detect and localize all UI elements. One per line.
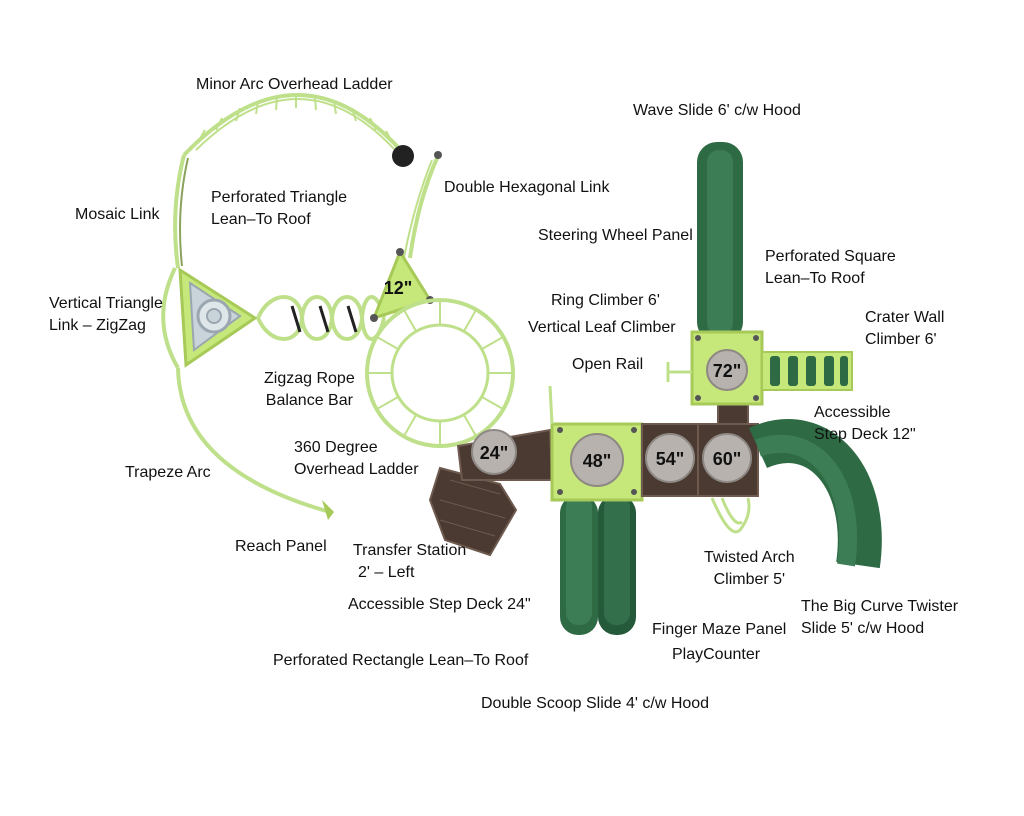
label-line: Twisted Arch <box>704 549 795 566</box>
label-line: Vertical Triangle <box>49 295 163 312</box>
label-zigzag-rope-balance-bar: Zigzag Rope Balance Bar <box>264 368 355 412</box>
mounting-cap <box>392 145 414 167</box>
label-line: Climber 6' <box>865 331 937 348</box>
reach-panel <box>322 500 334 520</box>
label-perforated-triangle-roof: Perforated Triangle Lean–To Roof <box>211 187 347 231</box>
deck-height-24: 24" <box>480 443 509 463</box>
label-twisted-arch-climber: Twisted Arch Climber 5' <box>704 547 795 591</box>
deck-48 <box>550 422 644 502</box>
label-line: Overhead Ladder <box>294 461 419 478</box>
label-wave-slide: Wave Slide 6' c/w Hood <box>633 102 801 119</box>
label-line: Lean–To Roof <box>211 211 311 228</box>
label-double-scoop-slide: Double Scoop Slide 4' c/w Hood <box>481 695 710 712</box>
label-steering-wheel-panel: Steering Wheel Panel <box>538 227 693 244</box>
double-hexagonal-link <box>403 155 440 259</box>
label-line: Link – ZigZag <box>49 317 146 334</box>
label-line: Climber 5' <box>713 571 786 588</box>
trapeze-arc <box>161 267 331 514</box>
deck-60 <box>697 423 759 497</box>
double-scoop-slide <box>560 495 636 635</box>
link-post-cap <box>434 151 442 159</box>
zigzag-rope-balance-bar <box>256 295 386 341</box>
label-line: Step Deck 12" <box>814 426 916 443</box>
label-line: Transfer Station <box>353 542 467 559</box>
label-minor-arc-overhead-ladder: Minor Arc Overhead Ladder <box>196 76 393 93</box>
label-transfer-station: Transfer Station 2' – Left <box>353 540 466 584</box>
label-accessible-step-deck-24: Accessible Step Deck 24" <box>348 596 531 613</box>
label-line: 2' – Left <box>358 564 415 581</box>
label-line: Perforated Triangle <box>211 189 348 206</box>
label-line: 360 Degree <box>294 439 378 456</box>
label-perforated-rectangle-roof: Perforated Rectangle Lean–To Roof <box>273 652 529 669</box>
360-overhead-ladder <box>365 298 515 448</box>
label-mosaic-link: Mosaic Link <box>75 206 160 223</box>
accessible-step-deck-24 <box>456 428 554 481</box>
label-open-rail: Open Rail <box>572 356 644 373</box>
label-ring-climber: Ring Climber 6' <box>551 292 660 309</box>
deck-height-12: 12" <box>384 278 413 298</box>
deck-height-60: 60" <box>713 449 742 469</box>
label-line: Accessible <box>814 404 891 421</box>
deck-height-48: 48" <box>583 451 612 471</box>
vertical-triangle-link <box>178 267 258 368</box>
label-vertical-triangle-link: Vertical Triangle Link – ZigZag <box>49 293 163 337</box>
label-line: Crater Wall <box>865 309 945 326</box>
big-curve-twister-slide <box>748 419 882 569</box>
label-360-overhead-ladder: 360 Degree Overhead Ladder <box>294 437 419 481</box>
deck-height-54: 54" <box>656 449 685 469</box>
deck-height-72: 72" <box>713 361 742 381</box>
label-perforated-square-roof: Perforated Square Lean–To Roof <box>765 246 896 290</box>
label-big-curve-twister-slide: The Big Curve Twister Slide 5' c/w Hood <box>801 596 958 640</box>
deck-54 <box>641 423 699 497</box>
label-line: The Big Curve Twister <box>801 598 959 615</box>
label-line: Slide 5' c/w Hood <box>801 620 925 637</box>
transfer-station <box>428 466 518 557</box>
label-reach-panel: Reach Panel <box>235 538 327 555</box>
label-playcounter: PlayCounter <box>672 646 761 663</box>
label-line: Lean–To Roof <box>765 270 865 287</box>
label-finger-maze-panel: Finger Maze Panel <box>652 621 787 638</box>
deck-72 <box>690 330 764 406</box>
label-line: Perforated Square <box>765 248 896 265</box>
label-vertical-leaf-climber: Vertical Leaf Climber <box>528 319 676 336</box>
twisted-arch-climber <box>710 497 751 534</box>
open-rail <box>548 362 692 425</box>
wave-slide <box>697 142 743 342</box>
minor-arc-overhead-ladder <box>182 93 407 157</box>
label-crater-wall-climber: Crater Wall Climber 6' <box>865 307 944 351</box>
label-accessible-step-deck-12: Accessible Step Deck 12" <box>814 402 916 446</box>
crater-wall-climber <box>761 351 853 391</box>
label-line: Balance Bar <box>265 392 353 409</box>
label-trapeze-arc: Trapeze Arc <box>125 464 211 481</box>
label-line: Zigzag Rope <box>264 370 355 387</box>
mosaic-link <box>173 154 189 269</box>
label-double-hexagonal-link: Double Hexagonal Link <box>444 179 610 196</box>
